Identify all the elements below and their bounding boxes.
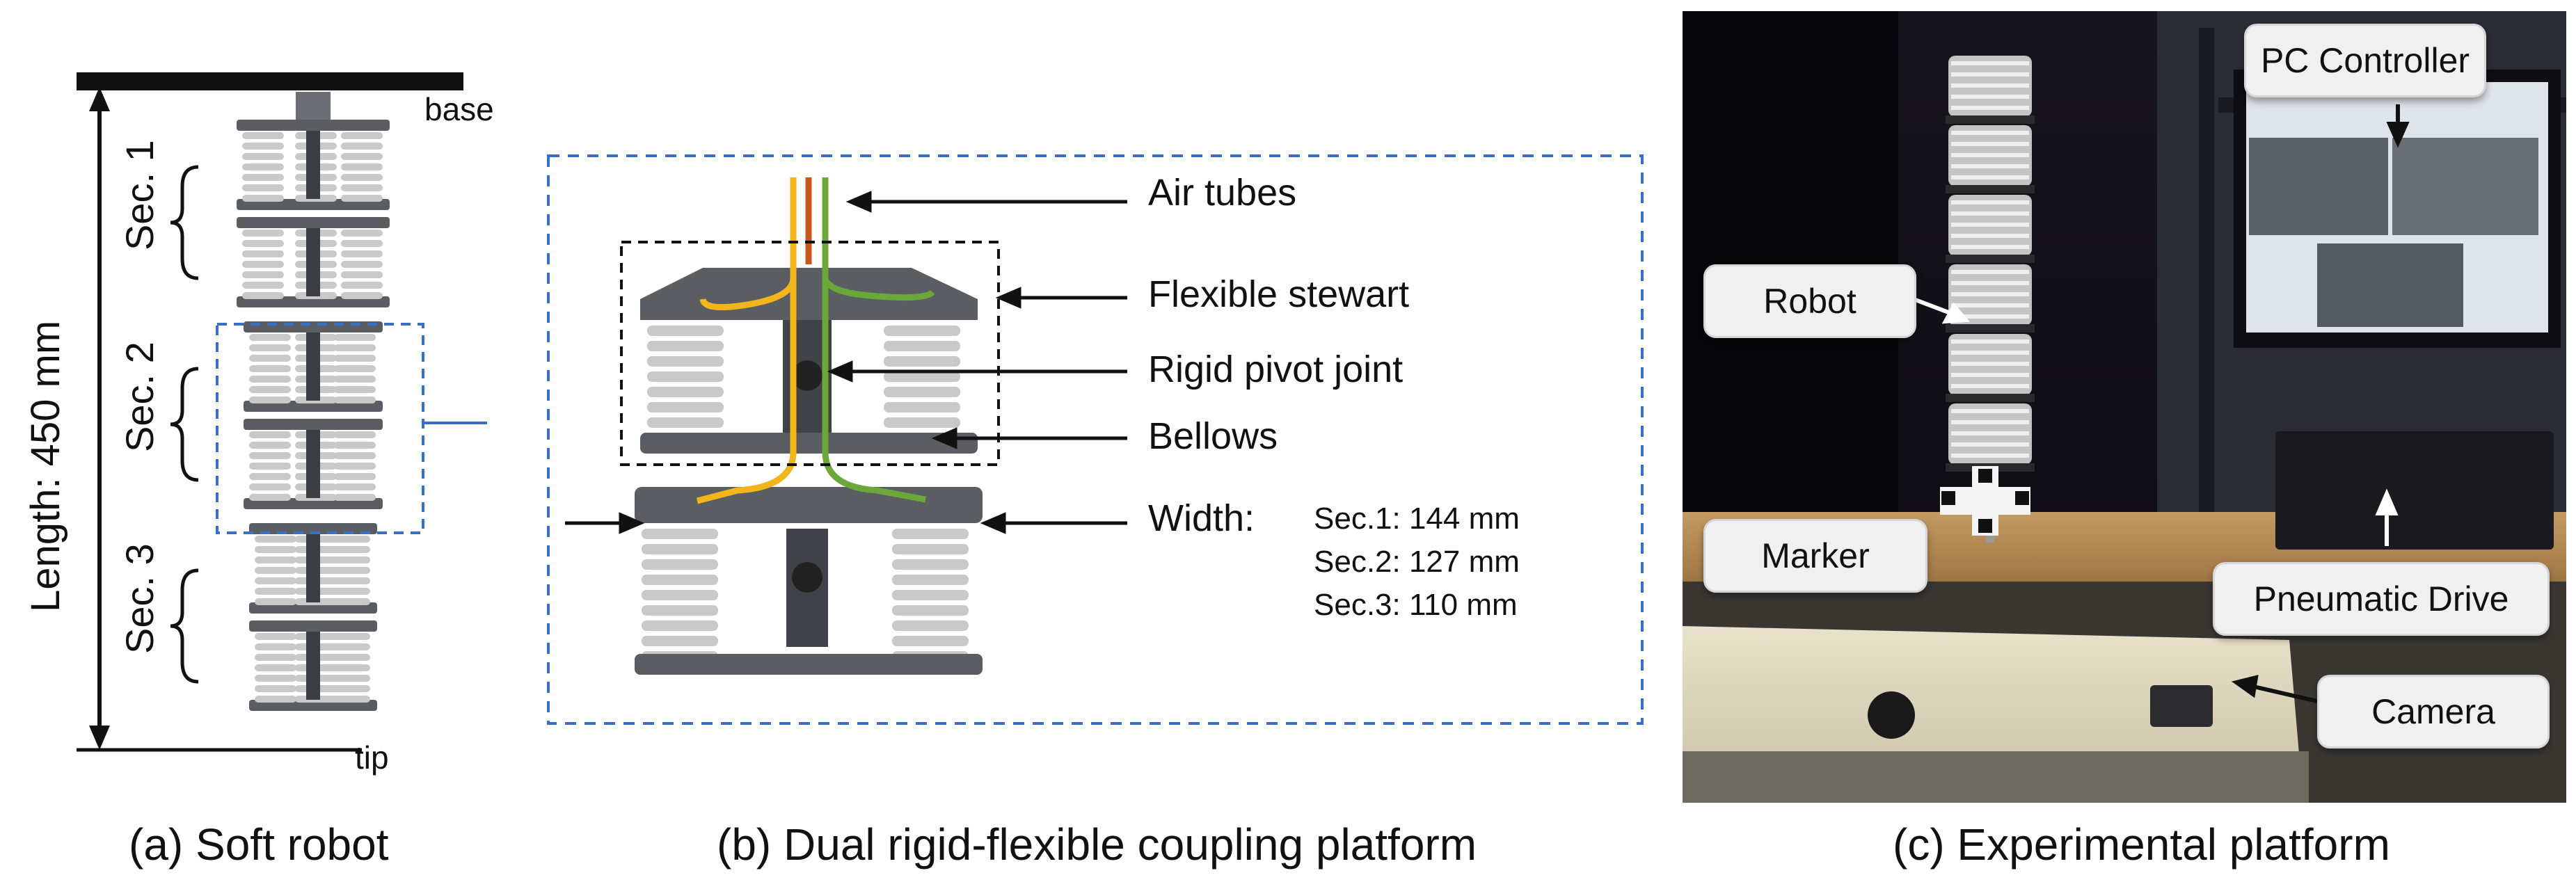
sec1-brace [170, 165, 199, 280]
robot-module [237, 217, 390, 307]
robot-module [237, 120, 390, 210]
robot-module [244, 419, 383, 509]
bellows-label: Bellows [1148, 415, 1278, 457]
platform-frame [547, 154, 1644, 725]
width-label: Width: [1148, 497, 1255, 539]
air-tubes-label: Air tubes [1148, 172, 1297, 214]
width-sec1: Sec.1: 144 mm [1314, 502, 1520, 536]
robot-label: Robot [1703, 264, 1916, 338]
marker-label: Marker [1703, 519, 1927, 593]
length-arrow-head-bottom [89, 726, 110, 750]
base-label: base [424, 91, 494, 127]
annotation-arrows [565, 191, 1127, 534]
bottom-bellows [635, 177, 983, 675]
pneumatic-drive-label: Pneumatic Drive [2213, 562, 2550, 636]
sec2-brace [170, 367, 199, 482]
robot-modules [237, 92, 390, 711]
robot-module [249, 620, 377, 711]
robot-module [244, 321, 383, 412]
sec3-brace [170, 568, 199, 684]
stewart-highlight-box [620, 241, 1000, 466]
rigid-pivot-label: Rigid pivot joint [1148, 349, 1404, 390]
width-sec3: Sec.3: 110 mm [1314, 588, 1518, 622]
width-sec2: Sec.2: 127 mm [1314, 545, 1520, 579]
pc-controller-label: PC Controller [2244, 24, 2486, 97]
tip-label: tip [355, 739, 389, 776]
caption-c: (c) Experimental platform [1893, 819, 2390, 870]
flexible-stewart-label: Flexible stewart [1148, 273, 1410, 315]
caption-a: (a) Soft robot [129, 819, 389, 870]
soft-robot-drawing [77, 72, 487, 752]
length-arrow-head-top [89, 87, 110, 111]
sec2-highlight-box [216, 323, 424, 534]
base-plate [77, 72, 463, 90]
robot-module [249, 523, 377, 614]
caption-b: (b) Dual rigid-flexible coupling platfor… [717, 819, 1477, 870]
camera-label: Camera [2317, 675, 2550, 748]
